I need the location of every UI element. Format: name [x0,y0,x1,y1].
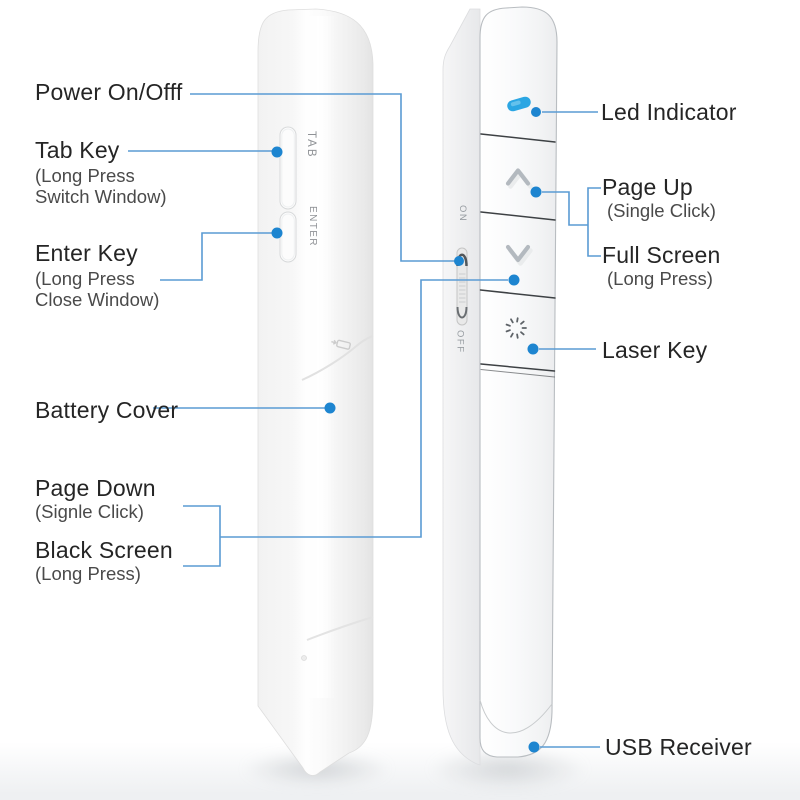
label-full-screen: Full Screen (Long Press) [602,242,721,289]
label-page-up: Page Up (Single Click) [602,174,716,221]
callout-bracket-pageup-fullscreen [587,187,601,257]
label-usb: USB Receiver [605,734,752,760]
label-power: Power On/Offf [35,79,183,105]
page-down-button [505,244,533,266]
callout-line-pageup [542,191,588,226]
label-led: Led Indicator [601,99,737,125]
battery-cover-seam-bottom [306,616,374,641]
page-up-button [505,168,533,189]
laser-icon [505,317,527,339]
label-page-down: Page Down (Signle Click) [35,475,156,522]
callout-dot-led [531,107,541,117]
callout-dot-battery [324,402,336,414]
enter-button-inner [281,213,295,261]
label-black-screen: Black Screen (Long Press) [35,537,173,584]
tab-engraving: TAB [305,131,317,159]
device-right-side-face [442,8,481,766]
power-slider [456,247,468,326]
callout-dot-enter [271,227,283,239]
on-engraving: ON [457,205,468,222]
callout-dot-pageup [530,186,542,198]
device-left-highlight [305,16,335,698]
presenter-side-view: TAB ENTER [257,8,374,776]
button-dividers [479,133,556,378]
callout-line-enter [160,232,272,281]
tab-button-inner [281,128,295,208]
callout-line-pagedown [220,279,508,538]
lanyard-hole [301,655,307,661]
callout-dot-pagedown [508,274,520,286]
callout-line-power [190,93,456,262]
off-engraving: OFF [455,330,466,354]
chevron-down-icon [505,244,531,263]
battery-cover-seam-top [301,335,374,381]
floor-shadow [0,742,800,800]
label-laser: Laser Key [602,337,708,363]
callout-dot-power [454,256,464,266]
tab-button [279,126,297,210]
callout-dot-laser [527,343,539,355]
usb-receiver-seam [479,699,553,734]
callout-dot-tab [271,146,283,158]
enter-engraving: ENTER [307,206,318,247]
label-enter: Enter Key (Long Press Close Window) [35,240,160,310]
callout-dot-usb [528,741,540,753]
callout-bracket-pagedown-blackscreen [183,505,221,567]
label-tab: Tab Key (Long Press Switch Window) [35,137,167,207]
chevron-up-icon [505,168,531,186]
label-battery: Battery Cover [35,397,179,423]
battery-icon [331,339,351,350]
led-indicator-light [507,96,531,112]
